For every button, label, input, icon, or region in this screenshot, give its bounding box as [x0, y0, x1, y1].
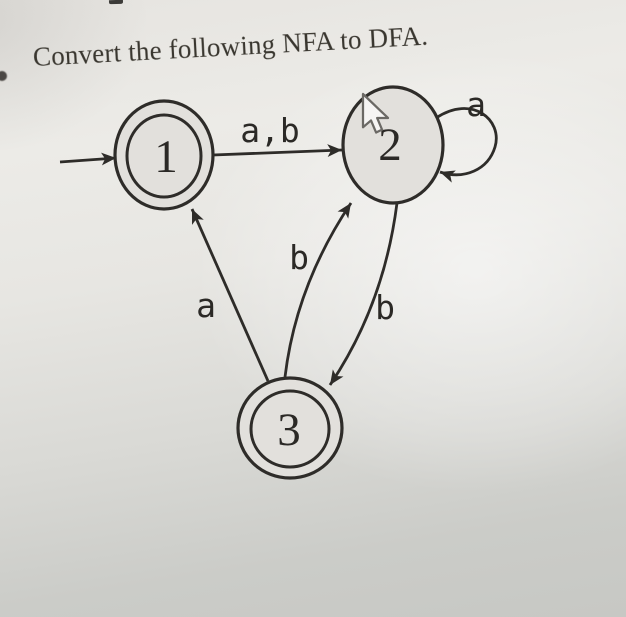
edge-label-1-to-2: a,b — [240, 111, 300, 150]
mouse-cursor-icon — [361, 92, 390, 134]
edge-2-to-3 — [328, 202, 399, 386]
start-arrow — [59, 152, 117, 166]
list-marker-fragment — [0, 71, 7, 81]
edge-label-2-to-3: b — [375, 288, 395, 327]
state-3-label: 3 — [277, 404, 301, 456]
state-3: 3 — [236, 376, 344, 480]
edge-3-to-1 — [190, 208, 270, 382]
edge-2-self-loop — [435, 107, 498, 183]
edge-3-to-2 — [283, 202, 353, 378]
edge-1-to-2 — [212, 144, 343, 157]
edge-label-3-to-2: b — [289, 238, 309, 277]
edge-label-3-to-1: a — [196, 286, 216, 325]
edge-label-2-self-loop: a — [466, 85, 486, 124]
state-2-label: 2 — [378, 119, 402, 171]
state-1: 1 — [113, 99, 215, 211]
state-2: 2 — [341, 85, 445, 205]
state-1-label: 1 — [154, 131, 178, 183]
